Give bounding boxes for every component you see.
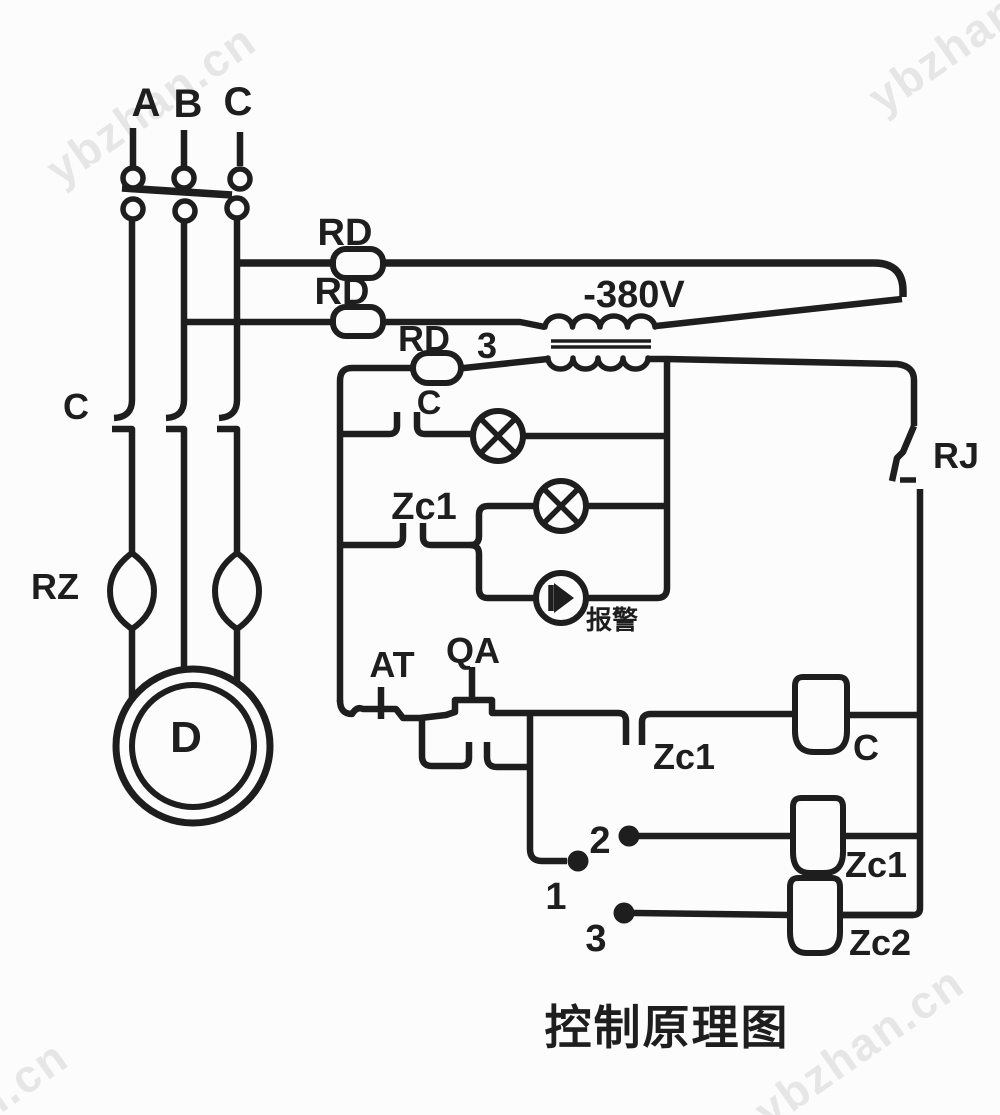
run-lamp-branch	[340, 408, 667, 464]
control-left-rail	[336, 355, 549, 702]
selector-3-label: 3	[585, 918, 606, 960]
main-row-wire	[336, 696, 630, 745]
bus-phase-c	[237, 259, 907, 297]
run-lamp-contact-label: C	[417, 384, 442, 422]
zc1-lamp-alarm-branch	[340, 478, 667, 626]
motor	[112, 665, 274, 827]
fuse-rd-mid	[330, 304, 386, 339]
zc1-coil-label: Zc1	[845, 844, 907, 885]
primary-right-lead	[655, 295, 903, 330]
selector-point-1	[567, 850, 589, 872]
heater-element	[212, 550, 262, 632]
phase-a-label: A	[132, 81, 161, 125]
contactor-coil-c	[792, 674, 850, 755]
voltage-label: -380V	[583, 274, 685, 316]
fuse-mid-label: RD	[315, 271, 370, 313]
zc1-contact-right	[419, 523, 470, 549]
contactor-coil-label: C	[853, 727, 879, 768]
knife-terminal	[224, 195, 250, 221]
phase-c-wire-lower	[217, 425, 241, 553]
phase-b-label: B	[174, 82, 203, 126]
c-contact-left	[340, 412, 401, 438]
zc1-no-contact-right	[638, 710, 795, 745]
main-contact-label: C	[63, 386, 89, 427]
run-lamp-cross	[479, 417, 517, 455]
knife-switch	[120, 128, 253, 224]
motor-outer-circle	[112, 665, 274, 827]
fuse-ctl-label: RD	[398, 318, 450, 359]
heater-element	[107, 550, 157, 632]
alarm-speaker-horn	[554, 583, 574, 613]
seal-contact-left	[418, 718, 473, 770]
warn-lamp-cross	[542, 487, 580, 525]
thermal-relay-label: RZ	[31, 566, 79, 607]
phase-b-wire-lower	[166, 425, 188, 668]
selector-feed-wire	[526, 713, 567, 865]
zc1-lamp-contact-label: Zc1	[391, 486, 456, 528]
bus-phase-b	[185, 318, 546, 331]
fuse-top-label: RD	[318, 212, 373, 254]
wire-number-label: 3	[477, 325, 497, 366]
knife-terminal	[120, 165, 146, 191]
control-transformer	[542, 313, 658, 372]
zc1-no-contact-label: Zc1	[653, 736, 715, 777]
c-contact-right	[413, 412, 473, 438]
primary-winding	[542, 313, 658, 330]
contactor-main-contacts	[112, 218, 241, 668]
knife-terminal	[120, 196, 146, 222]
knife-terminal	[171, 165, 197, 191]
relay-coil-zc1	[790, 795, 846, 876]
phase-c-wire-upper	[218, 218, 241, 422]
phase-c-label: C	[224, 80, 253, 124]
phase-a-wire-lower	[112, 425, 136, 553]
branch-up-wire	[469, 502, 537, 549]
lamp-section-right-rail	[588, 359, 671, 602]
seal-contact-right	[483, 742, 530, 771]
selector-2-label: 2	[589, 820, 610, 862]
knife-terminal	[227, 166, 253, 192]
selector-and-coils	[567, 795, 920, 956]
zc2-coil-label: Zc2	[849, 922, 911, 963]
branch-down-wire	[469, 541, 537, 602]
fuse-rd-top	[330, 246, 386, 281]
start-stop-row	[336, 667, 920, 865]
rj-blade	[888, 424, 917, 482]
zc2-coil-left-wire	[633, 909, 791, 919]
fuse-rd-control	[410, 350, 464, 386]
stop-button-label: AT	[369, 644, 414, 685]
selector-point-2	[618, 825, 640, 847]
motor-inner-circle	[129, 682, 257, 810]
selector-point-3	[613, 902, 635, 924]
knife-terminal	[172, 198, 198, 224]
phase-b-wire-upper	[165, 221, 188, 422]
secondary-right-lead	[648, 355, 918, 426]
thermal-relay-elements	[107, 550, 262, 700]
diagram-title: 控制原理图	[545, 1001, 790, 1054]
zc1-contact-left	[340, 523, 407, 549]
coil-right-rail	[840, 489, 924, 919]
rj-contact-label: RJ	[933, 435, 979, 476]
selector-1-label: 1	[545, 876, 566, 918]
alarm-caption: 报警	[586, 605, 638, 635]
relay-coil-zc2	[787, 875, 843, 956]
phase-a-wire-upper	[113, 219, 136, 422]
start-button-label: QA	[446, 630, 500, 671]
motor-label: D	[170, 713, 202, 762]
rj-thermal-contact	[888, 424, 917, 483]
secondary-winding	[545, 355, 651, 372]
knife-blade	[121, 184, 233, 199]
